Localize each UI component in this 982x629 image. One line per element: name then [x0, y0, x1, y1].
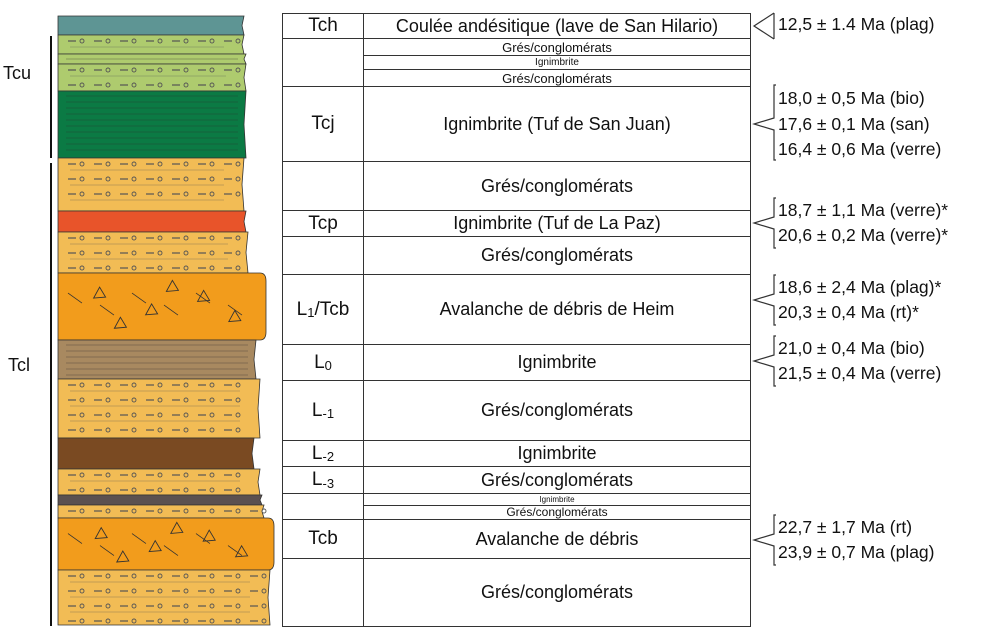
- layer-l-2: [57, 437, 255, 470]
- unit-description: Grés/conglomérats: [480, 469, 634, 490]
- date-value: 23,9 ± 0,7 Ma (plag): [778, 542, 935, 562]
- tcu-bracket: [50, 36, 52, 158]
- date-value: 22,7 ± 1,7 Ma (rt): [778, 517, 913, 537]
- arrow-pointer-icon: [752, 12, 775, 40]
- layer-gres-lower: [57, 504, 267, 519]
- bracket-pointer-icon: [752, 335, 776, 387]
- unit-description: Grés/conglomérats: [480, 582, 634, 602]
- date-value: 18,7 ± 1,1 Ma (verre)*: [778, 200, 949, 220]
- date-group-tcb: 22,7 ± 1,7 Ma (rt) 23,9 ± 0,7 Ma (plag): [752, 514, 980, 568]
- date-value: 20,6 ± 0,2 Ma (verre)*: [778, 225, 949, 245]
- unit-code: Tcj: [283, 87, 364, 161]
- bracket-pointer-icon: [752, 274, 776, 326]
- layer-l-1: [57, 378, 261, 439]
- unit-code: L-1: [283, 381, 364, 440]
- date-group-tcp: 18,7 ± 1,1 Ma (verre)* 20,6 ± 0,2 Ma (ve…: [752, 197, 980, 251]
- table-row-l-2: L-2 Ignimbrite: [282, 440, 751, 467]
- unit-description: Grés/conglomérats: [502, 70, 612, 86]
- layer-l0: [57, 339, 257, 380]
- unit-description: Ignimbrite (Tuf de San Juan): [443, 113, 671, 134]
- date-value: 16,4 ± 0,6 Ma (verre): [778, 139, 942, 159]
- unit-description: Ignimbrite: [364, 55, 750, 70]
- table-row-thin-units: Ignimbrite Grés/conglomérats: [282, 493, 751, 520]
- layer-gres-tcl-2: [57, 231, 249, 274]
- unit-code: Tch: [283, 14, 364, 38]
- layer-l-3: [57, 468, 261, 496]
- date-group-tch: 12,5 ± 1.4 Ma (plag): [752, 12, 977, 42]
- table-row-l-1: L-1 Grés/conglomérats: [282, 380, 751, 441]
- table-row-gres: Grés/conglomérats: [282, 161, 751, 211]
- layer-ignimbrite-thin-upper: [57, 53, 247, 65]
- layer-gres-upper-2: [57, 63, 247, 92]
- layer-gres-base: [57, 569, 271, 626]
- unit-code: [283, 559, 364, 626]
- unit-description: Avalanche de débris: [475, 528, 639, 549]
- group-label-tcu: Tcu: [3, 63, 32, 83]
- unit-code: Tcb: [283, 520, 364, 558]
- unit-description: Ignimbrite: [517, 443, 597, 463]
- unit-description: Ignimbrite (Tuf de La Paz): [453, 213, 661, 233]
- group-label-tcl: Tcl: [8, 355, 30, 375]
- table-row-tcu-sediments: Grés/conglomérats Ignimbrite Grés/conglo…: [282, 38, 751, 87]
- table-row-gres: Grés/conglomérats: [282, 236, 751, 275]
- table-row-tcj: Tcj Ignimbrite (Tuf de San Juan): [282, 86, 751, 162]
- table-row-tch: Tch Coulée andésitique (lave de San Hila…: [282, 13, 751, 39]
- layer-l1-tcb: [57, 272, 267, 341]
- date-value: 20,3 ± 0,4 Ma (rt)*: [778, 302, 919, 322]
- layer-gres-tcl-1: [57, 157, 245, 212]
- layer-tch: [57, 15, 245, 36]
- layer-tcp: [57, 210, 247, 233]
- date-value: 21,0 ± 0,4 Ma (bio): [778, 338, 925, 358]
- date-value: 18,6 ± 2,4 Ma (plag)*: [778, 277, 942, 297]
- unit-description: Avalanche de débris de Heim: [439, 299, 675, 319]
- unit-description: Ignimbrite: [517, 352, 597, 372]
- date-value: 12,5 ± 1.4 Ma (plag): [778, 14, 935, 34]
- date-value: 21,5 ± 0,4 Ma (verre): [778, 363, 942, 383]
- unit-code: L-3: [283, 467, 364, 493]
- date-group-tcj: 18,0 ± 0,5 Ma (bio) 17,6 ± 0,1 Ma (san) …: [752, 84, 980, 164]
- unit-code: L-2: [283, 441, 364, 466]
- layer-tcb: [57, 517, 275, 571]
- unit-code: [283, 39, 364, 86]
- stratigraphic-column: [57, 15, 275, 626]
- table-row-gres-base: Grés/conglomérats: [282, 558, 751, 627]
- unit-description: Grés/conglomérats: [506, 505, 608, 519]
- date-group-l1: 18,6 ± 2,4 Ma (plag)* 20,3 ± 0,4 Ma (rt)…: [752, 274, 980, 328]
- bracket-pointer-icon: [752, 514, 776, 566]
- unit-description: Grés/conglomérats: [480, 175, 634, 196]
- date-group-l0: 21,0 ± 0,4 Ma (bio) 21,5 ± 0,4 Ma (verre…: [752, 335, 980, 389]
- table-row-tcb: Tcb Avalanche de débris: [282, 519, 751, 559]
- unit-code: Tcp: [283, 211, 364, 236]
- layer-tcj: [57, 90, 247, 159]
- tcl-bracket: [50, 163, 52, 626]
- unit-description: Coulée andésitique (lave de San Hilario): [395, 15, 719, 36]
- unit-code: [283, 162, 364, 210]
- date-value: 17,6 ± 0,1 Ma (san): [778, 114, 930, 134]
- unit-description: Grés/conglomérats: [480, 245, 634, 265]
- table-row-l-3: L-3 Grés/conglomérats: [282, 466, 751, 494]
- bracket-pointer-icon: [752, 197, 776, 249]
- bracket-pointer-icon: [752, 84, 776, 161]
- stratigraphy-table: Tch Coulée andésitique (lave de San Hila…: [282, 13, 751, 627]
- unit-description: Grés/conglomérats: [364, 39, 750, 56]
- date-value: 18,0 ± 0,5 Ma (bio): [778, 88, 925, 108]
- layer-gres-upper-1: [57, 34, 245, 55]
- table-row-tcp: Tcp Ignimbrite (Tuf de La Paz): [282, 210, 751, 237]
- unit-code: [283, 237, 364, 274]
- unit-description: Ignimbrite: [364, 494, 750, 506]
- layer-ignimbrite-thin-lower: [57, 494, 263, 506]
- unit-description: Grés/conglomérats: [480, 400, 634, 420]
- unit-code: [283, 494, 364, 519]
